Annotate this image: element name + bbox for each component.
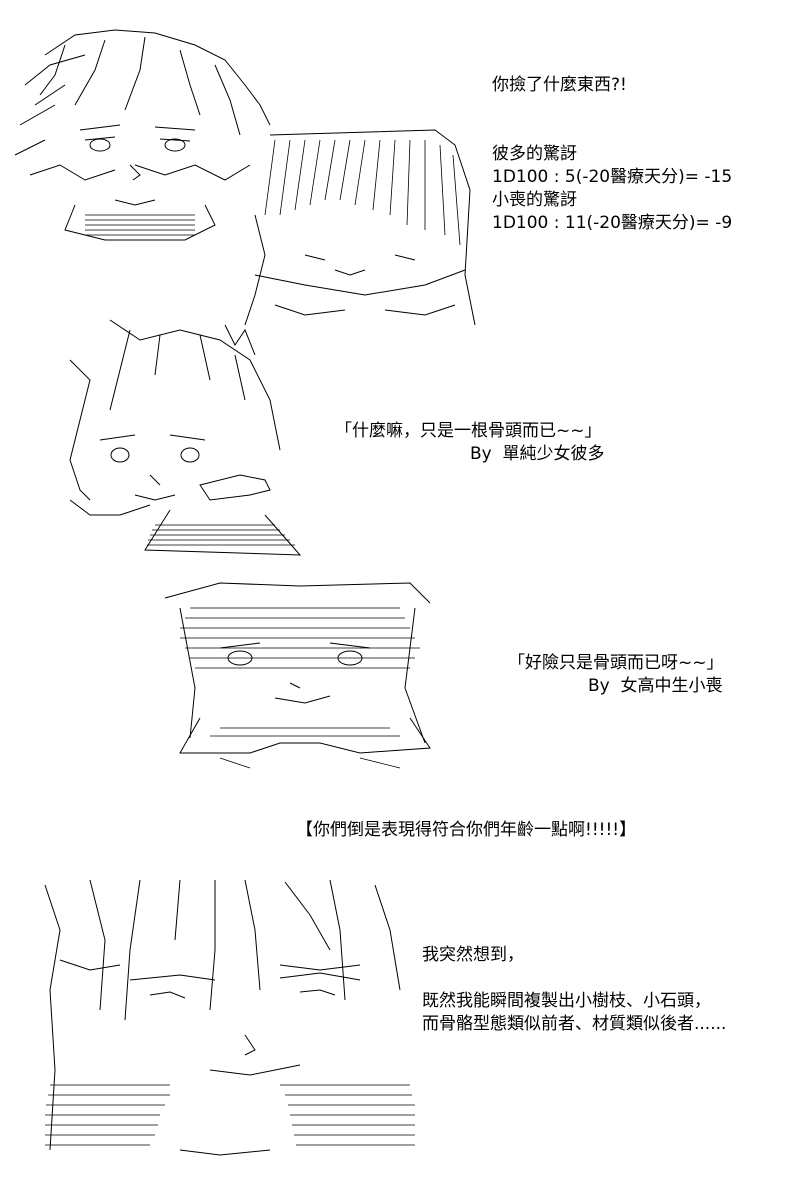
ascii-art-xiaosang bbox=[160, 578, 445, 773]
panel1-pido-roll: 1D100 : 5(-20醫療天分)= -15 bbox=[492, 167, 733, 187]
panel1-xiaosang-label: 小喪的驚訝 bbox=[492, 190, 577, 210]
panel1-xiaosang-roll: 1D100 : 11(-20醫療天分)= -9 bbox=[492, 213, 733, 233]
ascii-art-pido bbox=[50, 300, 310, 570]
panel4-thought-1: 我突然想到， bbox=[422, 945, 524, 965]
ascii-art-two-girls bbox=[5, 15, 485, 335]
panel4-thought-2: 既然我能瞬間複製出小樹枝、小石頭， bbox=[422, 991, 711, 1011]
panel2-attribution: By 單純少女彼多 bbox=[470, 444, 605, 464]
narration-caption: 【你們倒是表現得符合你們年齡一點啊!!!!!】 bbox=[296, 820, 637, 840]
panel2-quote: 「什麼嘛，只是一根骨頭而已~~」 bbox=[335, 421, 602, 441]
panel1-pido-label: 彼多的驚訝 bbox=[492, 144, 577, 164]
panel1-exclaim: 你撿了什麼東西?! bbox=[492, 75, 627, 95]
panel3-attribution: By 女高中生小喪 bbox=[588, 676, 723, 696]
ascii-art-narrator-face bbox=[30, 870, 420, 1165]
panel3-quote: 「好險只是骨頭而已呀~~」 bbox=[508, 653, 724, 673]
panel4-thought-3: 而骨骼型態類似前者、材質類似後者...... bbox=[422, 1014, 727, 1034]
